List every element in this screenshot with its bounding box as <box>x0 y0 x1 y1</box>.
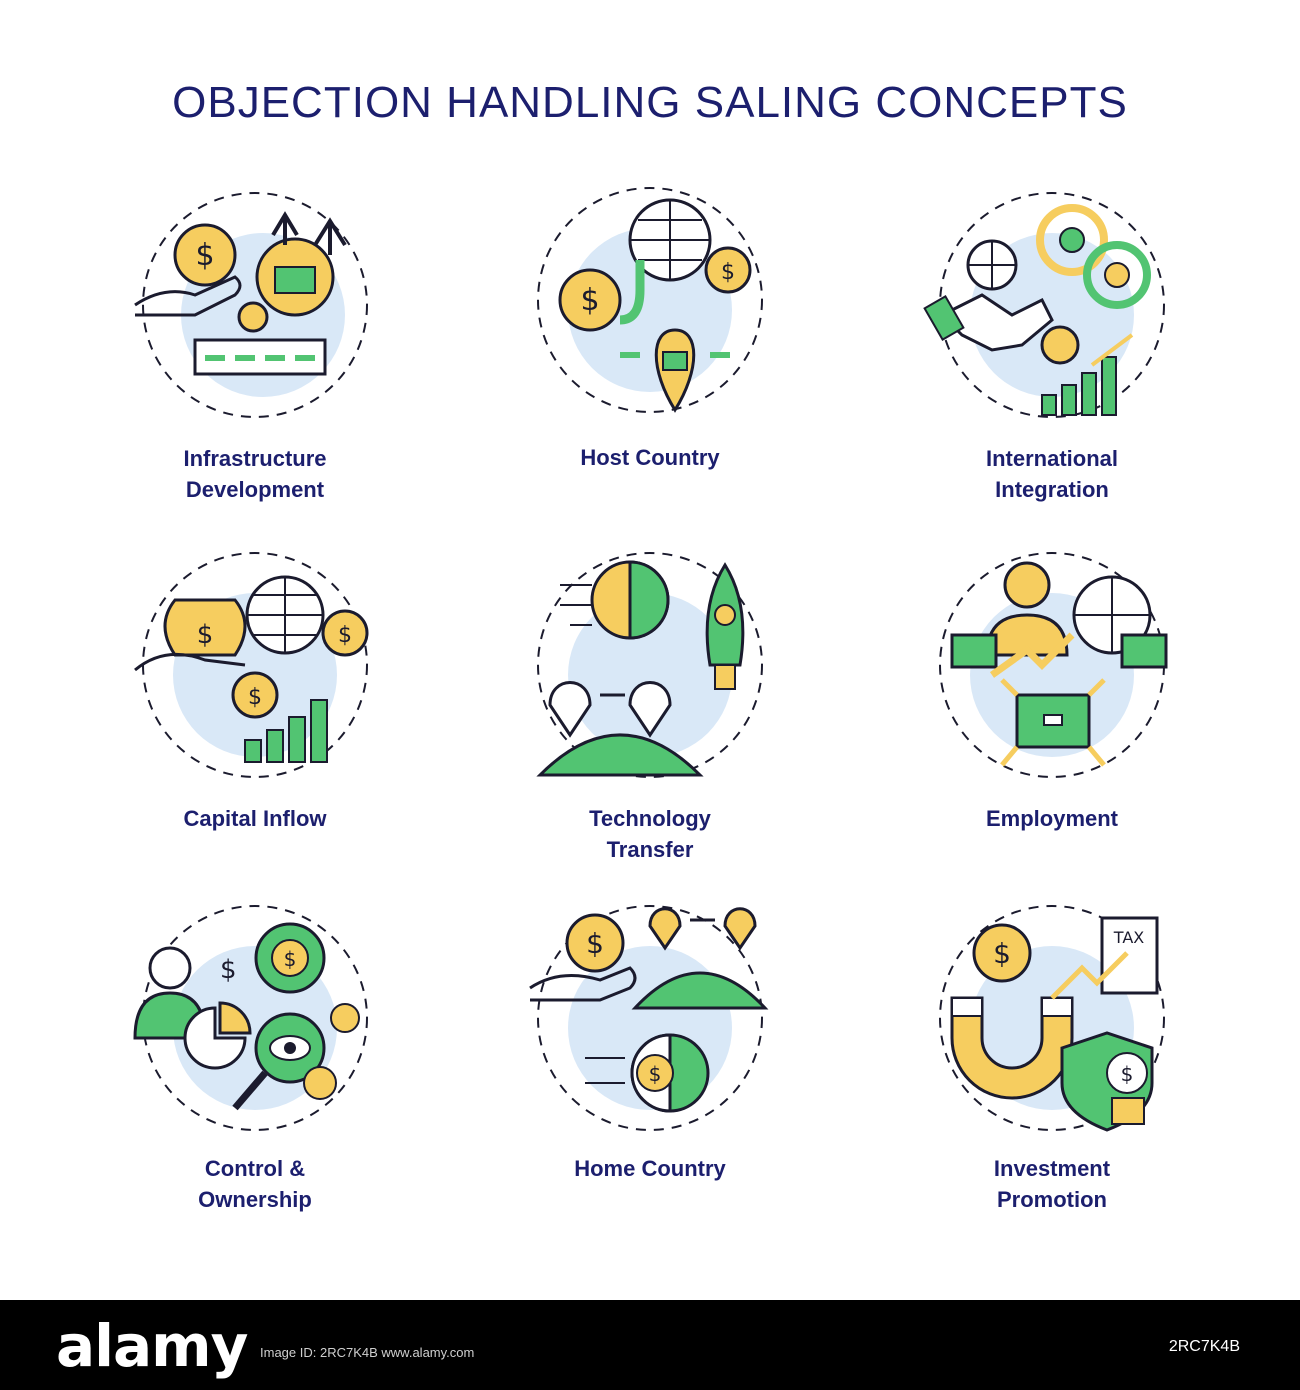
concept-label: Home Country <box>574 1156 726 1181</box>
svg-text:$: $ <box>1121 1062 1134 1086</box>
svg-text:$: $ <box>586 927 604 960</box>
home-country-icon: $ $ <box>529 905 769 1131</box>
svg-text:$: $ <box>993 937 1011 970</box>
concept-label: Infrastructure Development <box>183 446 327 502</box>
concept-card-infrastructure-development: $ Infrastructure Development <box>65 185 445 545</box>
host-country-icon: $ $ <box>537 187 763 413</box>
concept-card-home-country: $ $ Home Country <box>460 898 840 1258</box>
svg-text:$: $ <box>580 283 599 318</box>
page-title: OBJECTION HANDLING SALING CONCEPTS <box>172 78 1128 127</box>
svg-text:$: $ <box>338 623 352 648</box>
concept-card-host-country: $ $ Host Country <box>460 180 840 540</box>
svg-text:$: $ <box>197 620 214 650</box>
technology-transfer-icon <box>536 552 763 778</box>
svg-text:$: $ <box>220 955 237 985</box>
concept-card-employment: Employment <box>862 545 1242 905</box>
footer-bar <box>0 1300 1300 1390</box>
concept-card-investment-promotion: $ TAX $ Investment Promotion <box>862 898 1242 1258</box>
svg-text:$: $ <box>195 238 214 273</box>
svg-text:$: $ <box>284 947 297 971</box>
capital-inflow-icon: $ $ $ <box>134 552 369 778</box>
image-code: 2RC7K4B <box>1168 1338 1240 1355</box>
concept-card-control-ownership: $ $ Control & Ownership <box>65 898 445 1258</box>
concept-card-capital-inflow: $ $ $ Capital Inflow <box>65 545 445 905</box>
svg-text:$: $ <box>721 260 735 285</box>
control-ownership-icon: $ $ <box>133 905 368 1131</box>
svg-text:$: $ <box>649 1062 662 1086</box>
brand-logo: alamy <box>56 1312 248 1380</box>
image-watermark-text: Image ID: 2RC7K4B www.alamy.com <box>260 1345 475 1360</box>
concept-label: Investment Promotion <box>993 1156 1111 1212</box>
concept-label: Employment <box>985 806 1119 831</box>
concept-label: International Integration <box>985 446 1118 502</box>
infrastructure-development-icon: $ <box>134 192 368 418</box>
concept-label: Control & Ownership <box>198 1156 312 1212</box>
investment-promotion-icon: $ TAX $ <box>939 905 1165 1132</box>
concept-card-international-integration: International Integration <box>862 185 1242 545</box>
concept-card-technology-transfer: Technology Transfer <box>460 545 840 905</box>
concept-label: Technology Transfer <box>589 806 711 862</box>
concept-label: Capital Inflow <box>183 806 327 831</box>
svg-text:TAX: TAX <box>1113 928 1144 947</box>
concept-label: Host Country <box>580 445 720 470</box>
international-integration-icon <box>923 192 1165 418</box>
employment-icon <box>939 552 1168 778</box>
svg-text:$: $ <box>248 685 262 710</box>
